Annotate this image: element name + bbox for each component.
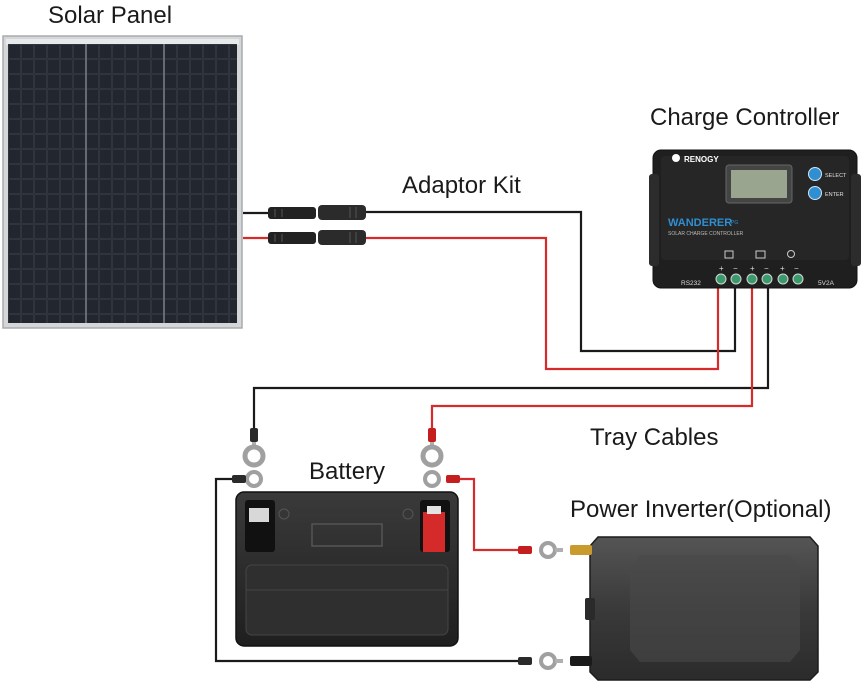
charge-controller: RENOGY SELECT ENTER WANDERER PG SOLAR CH… xyxy=(649,149,861,289)
battery-terminal-icon xyxy=(755,250,766,259)
svg-text:+: + xyxy=(780,264,785,273)
power-inverter-label: Power Inverter(Optional) xyxy=(570,496,832,523)
usb-port-label: 5V2A xyxy=(818,280,835,287)
controller-brand: RENOGY xyxy=(684,155,719,164)
svg-text:−: − xyxy=(764,264,769,273)
inverter-negative-ring-terminal xyxy=(518,652,563,670)
inverter-positive-ring-terminal xyxy=(518,541,563,559)
controller-model-suffix: PG xyxy=(731,220,738,226)
battery-label: Battery xyxy=(309,458,386,485)
battery-positive-ring-terminal xyxy=(420,428,444,488)
power-inverter xyxy=(570,536,819,681)
controller-subtitle: SOLAR CHARGE CONTROLLER xyxy=(668,231,744,237)
load-terminal-icon xyxy=(787,250,795,258)
svg-text:−: − xyxy=(733,264,738,273)
solar-terminal-icon xyxy=(724,250,734,259)
negative-wires xyxy=(214,210,770,663)
enter-button-label: ENTER xyxy=(825,192,844,198)
select-button[interactable] xyxy=(808,167,822,181)
solar-panel-label: Solar Panel xyxy=(48,2,173,29)
controller-model: WANDERER xyxy=(668,217,732,229)
svg-text:+: + xyxy=(719,264,724,273)
adaptor-kit-label: Adaptor Kit xyxy=(402,172,521,199)
svg-text:−: − xyxy=(794,264,799,273)
tray-cables-label: Tray Cables xyxy=(590,424,719,451)
charge-controller-label: Charge Controller xyxy=(650,104,840,131)
enter-button[interactable] xyxy=(808,186,822,200)
positive-wires xyxy=(243,236,754,552)
battery-side-terminals xyxy=(232,475,460,483)
controller-terminals xyxy=(715,273,804,285)
rs232-port-label: RS232 xyxy=(681,280,701,287)
mc4-positive-connector xyxy=(268,230,366,245)
select-button-label: SELECT xyxy=(825,173,847,179)
mc4-negative-connector xyxy=(268,205,366,220)
svg-text:+: + xyxy=(750,264,755,273)
battery xyxy=(235,491,459,647)
battery-negative-ring-terminal xyxy=(242,428,266,488)
solar-panel xyxy=(2,35,243,329)
